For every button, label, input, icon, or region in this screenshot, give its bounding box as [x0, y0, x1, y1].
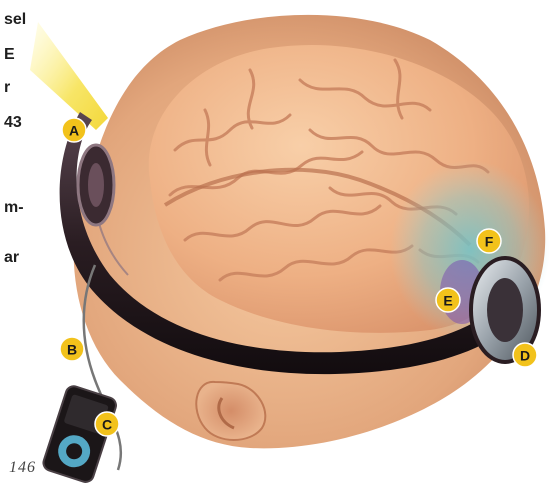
callout-c-label: C	[102, 417, 112, 433]
callout-c: C	[95, 412, 119, 436]
callout-f: F	[477, 229, 501, 253]
callout-a: A	[62, 118, 86, 142]
callout-d: D	[513, 343, 537, 367]
callout-b-label: B	[67, 342, 77, 358]
callout-d-label: D	[520, 348, 530, 364]
callout-e: E	[436, 288, 460, 312]
light-beam	[30, 22, 108, 130]
callout-a-label: A	[69, 123, 79, 139]
page-number: 146	[9, 459, 36, 477]
callout-b: B	[60, 337, 84, 361]
callout-f-label: F	[485, 234, 494, 250]
callout-e-label: E	[443, 293, 452, 309]
